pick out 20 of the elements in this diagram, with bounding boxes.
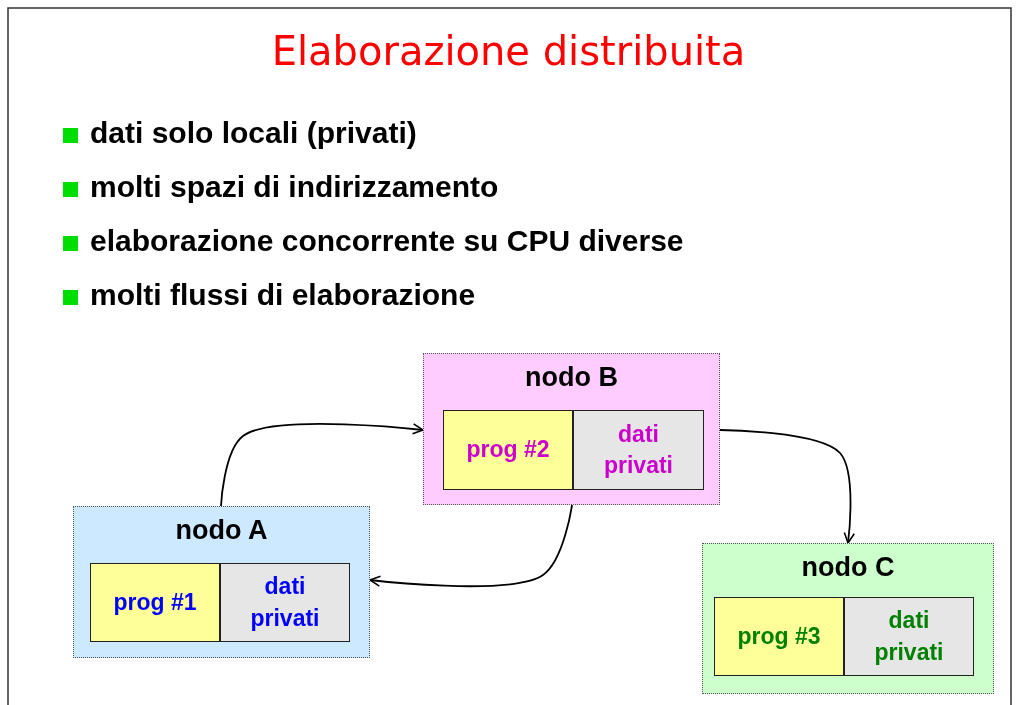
computer-node-box	[423, 353, 720, 505]
node-title: nodo A	[174, 515, 269, 546]
slide-title: Elaborazione distribuita	[270, 28, 747, 74]
arrow	[220, 423, 424, 507]
bullet-text: dati solo locali (privati)	[90, 116, 417, 150]
computer-node-box	[702, 543, 994, 694]
node-title: nodo B	[524, 362, 619, 393]
arrow	[719, 429, 855, 544]
program-box: prog #2	[443, 410, 573, 490]
bullet-text: elaborazione concorrente su CPU diverse	[90, 224, 684, 258]
program-box: prog #1	[90, 563, 220, 642]
data-box: dati privati	[220, 563, 350, 642]
computer-node-box	[73, 506, 370, 658]
arrow	[369, 504, 573, 588]
bullet-text: molti spazi di indirizzamento	[90, 170, 499, 204]
program-box: prog #3	[714, 597, 844, 676]
bullet-text: molti flussi di elaborazione	[90, 278, 476, 312]
node-title: nodo C	[800, 552, 896, 583]
data-box: dati privati	[573, 410, 704, 490]
data-box: dati privati	[844, 597, 974, 676]
